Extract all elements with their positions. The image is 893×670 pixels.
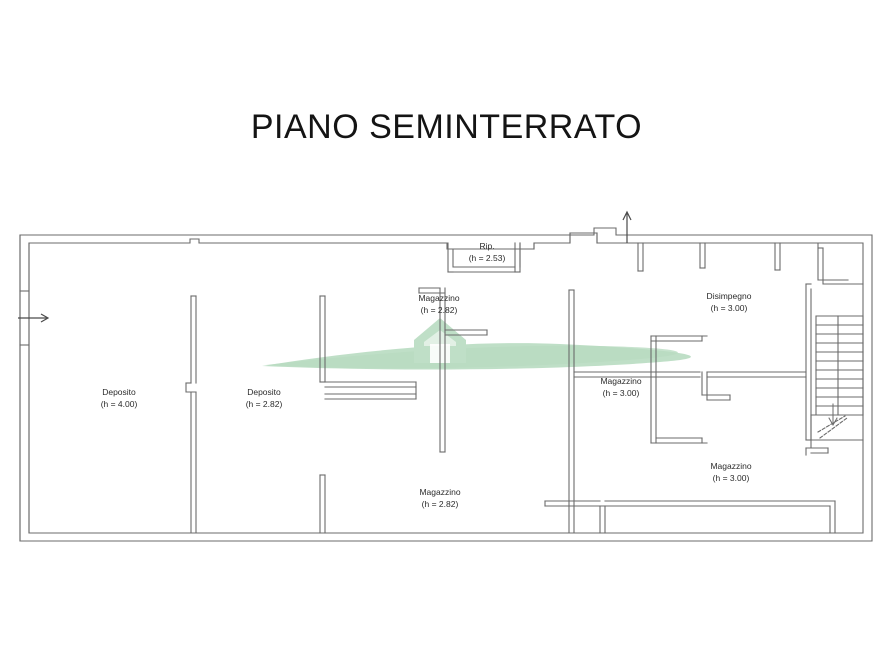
room-label-magazzino-2: Magazzino (h = 3.00) — [600, 376, 641, 399]
room-label-deposito-2: Deposito (h = 2.82) — [246, 387, 283, 410]
room-height: (h = 3.00) — [712, 472, 750, 483]
room-label-magazzino-3: Magazzino (h = 3.00) — [710, 461, 751, 484]
watermark-logo — [262, 318, 691, 370]
room-name: Magazzino — [419, 487, 461, 497]
room-label-disimpegno: Disimpegno (h = 3.00) — [707, 291, 752, 314]
room-name: Magazzino — [710, 461, 752, 471]
room-label-rip: Rip. (h = 2.53) — [469, 241, 506, 264]
room-height: (h = 3.00) — [710, 302, 748, 313]
room-label-deposito-1: Deposito (h = 4.00) — [101, 387, 138, 410]
room-name: Disimpegno — [706, 291, 752, 301]
room-height: (h = 2.82) — [421, 498, 459, 509]
entrance-arrow-left — [18, 313, 50, 323]
plan-walls — [19, 227, 873, 542]
room-name: Rip. — [479, 241, 495, 251]
room-height: (h = 2.82) — [420, 304, 458, 315]
room-height: (h = 3.00) — [602, 387, 640, 398]
room-name: Deposito — [102, 387, 136, 397]
room-label-magazzino-1: Magazzino (h = 2.82) — [418, 293, 459, 316]
room-name: Magazzino — [600, 376, 642, 386]
room-height: (h = 2.82) — [245, 398, 283, 409]
room-height: (h = 2.53) — [468, 252, 506, 263]
room-name: Magazzino — [418, 293, 460, 303]
page-title: PIANO SEMINTERRATO — [250, 108, 643, 146]
room-label-magazzino-4: Magazzino (h = 2.82) — [419, 487, 460, 510]
entrance-arrow-top — [622, 210, 632, 243]
staircase-icon — [810, 315, 864, 441]
room-height: (h = 4.00) — [100, 398, 138, 409]
room-name: Deposito — [247, 387, 281, 397]
